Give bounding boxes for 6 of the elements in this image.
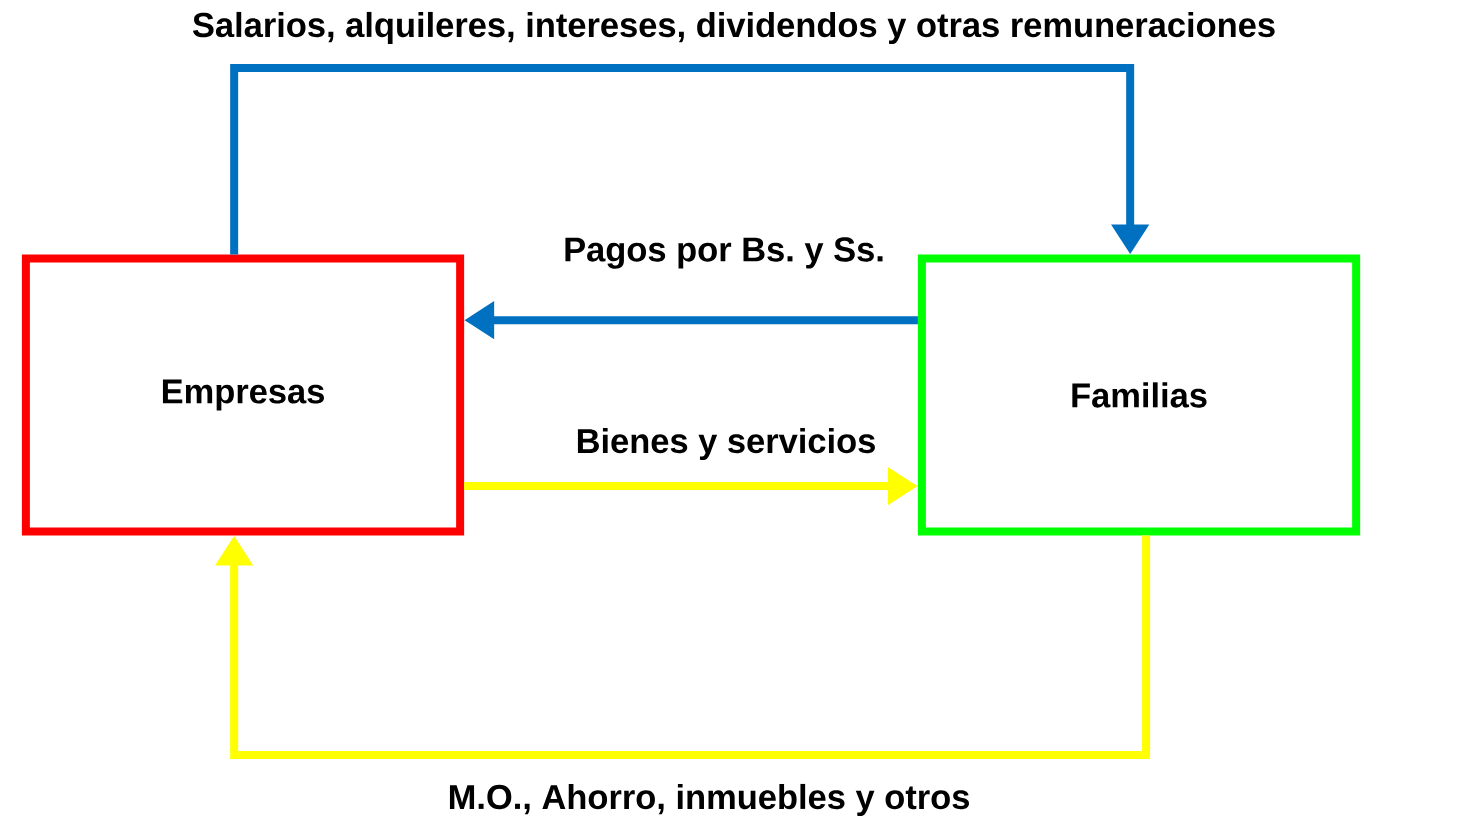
box: Empresas: [21, 254, 465, 536]
edge-label: M.O., Ahorro, inmuebles y otros: [449, 783, 969, 817]
edge-label: Salarios, alquileres, intereses, dividendos y otras remuneraciones: [192, 11, 1275, 45]
box: Familias: [917, 254, 1361, 536]
edge-label: Pagos por Bs. y Ss.: [565, 237, 883, 269]
edge-label: Bienes y servicios: [577, 427, 875, 461]
